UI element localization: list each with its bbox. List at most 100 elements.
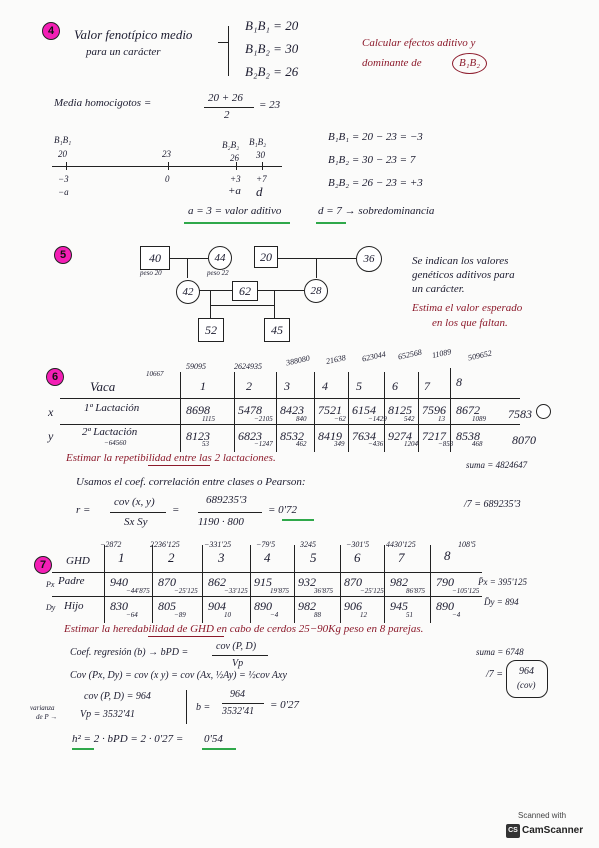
p7-task: Estimar la heredabilidad de GHD en cabo …: [64, 623, 424, 635]
p7-heritability: h² = 2 · bPD = 2 · 0'27 =: [72, 733, 184, 745]
p7-row-rule: [52, 596, 482, 598]
p5-male-52: 52: [198, 318, 224, 342]
p6-row1-value-6: 8125: [388, 403, 412, 417]
p7-sum: suma = 6748: [476, 647, 524, 657]
p4-below-plus7: +7: [256, 174, 267, 184]
p6-row1-value-7: 7596: [422, 403, 446, 417]
p6-y-label: y: [48, 429, 54, 443]
p6-row2-value-2: 6823: [238, 429, 262, 443]
p7-row2-value-2: 805: [158, 599, 176, 613]
p7-boxed-note: (cov): [517, 680, 536, 690]
problem-7-badge: 7: [34, 556, 52, 574]
p7-aux-4: 3245: [300, 540, 316, 549]
p7-vbar-0: [104, 545, 106, 623]
p7-row2-deviation-7: 51: [406, 611, 413, 619]
p7-col-5: 5: [310, 550, 317, 565]
p5-peso22: peso 22: [207, 269, 229, 277]
p7-vp-value: Vp = 3532'41: [80, 709, 135, 720]
p7-aux-2: −331'25: [204, 540, 232, 549]
p7-row1-value-5: 932: [298, 575, 316, 589]
p6-row2-value-5: 7634: [352, 429, 376, 443]
p6-row-rule: [60, 424, 520, 426]
camscanner-watermark: Scanned with CS CamScanner: [504, 809, 592, 841]
p7-regression-num: cov (P, D): [216, 641, 257, 652]
p7-row2-deviation-5: 88: [314, 611, 321, 619]
p6-vbar-6: [418, 372, 420, 452]
p7-row2-value-1: 830: [110, 599, 128, 613]
p4-axis-b1b2: B₁B₂: [249, 137, 267, 147]
p4-dominance-result: d = 7 → sobredominancia: [318, 205, 435, 217]
p4-below-plus3: +3: [230, 174, 241, 184]
p4-genotype-b1b2: B₁B₂ = 30: [245, 41, 299, 56]
p6-row2-value-8: 8538: [456, 429, 480, 443]
p6-row2-deviation-3: 462: [296, 440, 307, 448]
p6-col-6: 6: [392, 379, 398, 393]
p7-boxed-result: 964 (cov): [506, 660, 548, 698]
p6-row1-value-3: 8423: [280, 403, 304, 417]
p4-plus-a: +a: [228, 185, 241, 197]
p4-title-line1: Valor fenotípico medio: [74, 27, 193, 42]
p6-row2-value-3: 8532: [280, 429, 304, 443]
p7-aux-5: −301'5: [346, 540, 370, 549]
p4-dominance-underline: [316, 222, 346, 224]
p6-r-result: = 0'72: [268, 504, 298, 516]
problem-5-badge: 5: [54, 246, 72, 264]
p6-aux-8: 509652: [467, 348, 493, 363]
p7-row1-value-6: 870: [344, 575, 362, 589]
p7-task-underline: [148, 636, 224, 638]
p7-b-label: b =: [196, 702, 211, 713]
p4-d: d: [256, 184, 263, 199]
p6-row2-value-7: 7217: [422, 429, 446, 443]
p7-col-4: 4: [264, 550, 271, 565]
p5-desc-line2: genéticos aditivos para: [412, 269, 515, 281]
p7-heritability-result: 0'54: [204, 733, 223, 745]
p7-row1-value-1: 940: [110, 575, 128, 589]
p7-vbar-5: [340, 545, 342, 623]
p5-male-20: 20: [254, 246, 278, 268]
p6-div7: /7 = 689235'3: [464, 499, 521, 510]
p4-additive-result: a = 3 = valor aditivo: [188, 205, 282, 217]
p6-task-underline: [148, 465, 210, 467]
p7-vbar-7: [430, 545, 432, 623]
p6-row2-deviation-1: 53: [202, 440, 209, 448]
p7-row1-deviation-3: −33'125: [224, 587, 248, 595]
p5-female-28: 28: [304, 279, 328, 303]
p6-col-3: 3: [284, 379, 290, 393]
p5-female-44: 44: [208, 246, 232, 270]
p4-homozygote-mean-label: Media homocigotos =: [54, 97, 152, 109]
p6-col-1: 1: [200, 379, 206, 393]
p6-sum: suma = 4824647: [466, 460, 528, 470]
p4-below-0: 0: [165, 174, 170, 184]
p4-title-line2: para un carácter: [86, 46, 161, 58]
p7-row2-value-8: 890: [436, 599, 454, 613]
p6-row2-deviation-7: −853: [438, 440, 454, 448]
p6-row1-value-8: 8672: [456, 403, 480, 417]
p6-row2-label: 2ª Lactación: [82, 426, 138, 438]
p5-peso20: peso 20: [140, 269, 162, 277]
p4-effect-b2b2: B₂B₂ = 26 − 23 = +3: [328, 177, 423, 189]
p7-mean-dy: D̄y = 894: [484, 597, 519, 607]
p6-aux-5: 623044: [361, 349, 387, 364]
p6-col-2: 2: [246, 379, 252, 393]
p4-fraction-bar: [204, 107, 254, 109]
p6-x-label: x: [48, 405, 54, 419]
p7-regression-label: Coef. regresión (b) → bPD =: [70, 647, 189, 658]
p7-ghd-header: GHD: [66, 555, 90, 567]
p7-row2-value-4: 890: [254, 599, 272, 613]
p7-regression-den: Vp: [232, 658, 244, 669]
p7-row2-deviation-1: −64: [126, 611, 138, 619]
p7-variance-label1: varianza: [30, 704, 55, 712]
p4-axis-tick-c: [236, 162, 238, 170]
p4-brace: [228, 26, 230, 76]
p7-row1-value-4: 915: [254, 575, 272, 589]
p7-variance-label2: de P →: [36, 713, 58, 721]
p7-vbar-2: [202, 545, 204, 623]
p6-row1-value-4: 7521: [318, 403, 342, 417]
p6-row2-deviation-4: 349: [334, 440, 345, 448]
p6-row1-deviation-5: −1429: [368, 415, 387, 423]
p6-frac2-bar: [198, 512, 262, 514]
p4-effect-b1b1: B₁B₁ = 20 − 23 = −3: [328, 131, 423, 143]
p6-result-underline: [282, 519, 314, 521]
p7-row2-value-3: 904: [208, 599, 226, 613]
p7-row1-value-2: 870: [158, 575, 176, 589]
